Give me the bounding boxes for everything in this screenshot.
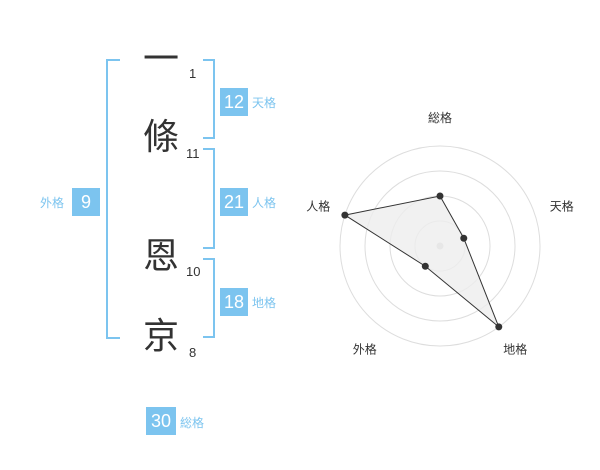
radar-grid-ring — [364, 170, 516, 322]
radar-axis-label: 天格 — [550, 198, 574, 213]
soukaku-badge: 30 — [146, 407, 176, 435]
stroke-count-2: 11 — [186, 146, 200, 161]
gaikaku-bracket — [106, 59, 120, 339]
name-character-2: 條 — [142, 117, 179, 158]
radar-axis-label: 人格 — [306, 198, 330, 213]
tenkaku-bracket — [203, 59, 215, 139]
radar-point-3 — [495, 323, 503, 331]
radar-grid-ring — [339, 145, 541, 347]
name-character-3: 恩 — [142, 236, 179, 277]
tenkaku-badge: 12 — [220, 88, 248, 116]
radar-series-area — [343, 195, 500, 328]
soukaku-label: 総格 — [180, 416, 205, 430]
radar-axis-label: 外格 — [353, 342, 377, 357]
jinkaku-badge: 21 — [220, 188, 248, 216]
stroke-count-3: 10 — [186, 264, 201, 279]
chikaku-bracket — [203, 258, 215, 338]
name-character-1: 一 — [142, 39, 179, 80]
stroke-count-1: 1 — [189, 66, 197, 81]
jinkaku-bracket — [203, 148, 215, 249]
stroke-count-4: 8 — [189, 345, 197, 360]
chikaku-badge: 18 — [220, 288, 248, 316]
radar-point-1 — [436, 192, 444, 200]
gaikaku-label: 外格 — [40, 196, 65, 210]
radar-point-2 — [460, 234, 468, 242]
radar-axis-label: 地格 — [503, 342, 527, 357]
jinkaku-label: 人格 — [252, 196, 277, 210]
tenkaku-label: 天格 — [252, 96, 277, 110]
name-character-4: 京 — [142, 316, 179, 357]
chikaku-label: 地格 — [252, 296, 277, 310]
radar-point-4 — [421, 262, 429, 270]
radar-point-5 — [341, 211, 349, 219]
gaikaku-badge: 9 — [72, 188, 100, 216]
radar-axis-label: 総格 — [428, 110, 452, 125]
